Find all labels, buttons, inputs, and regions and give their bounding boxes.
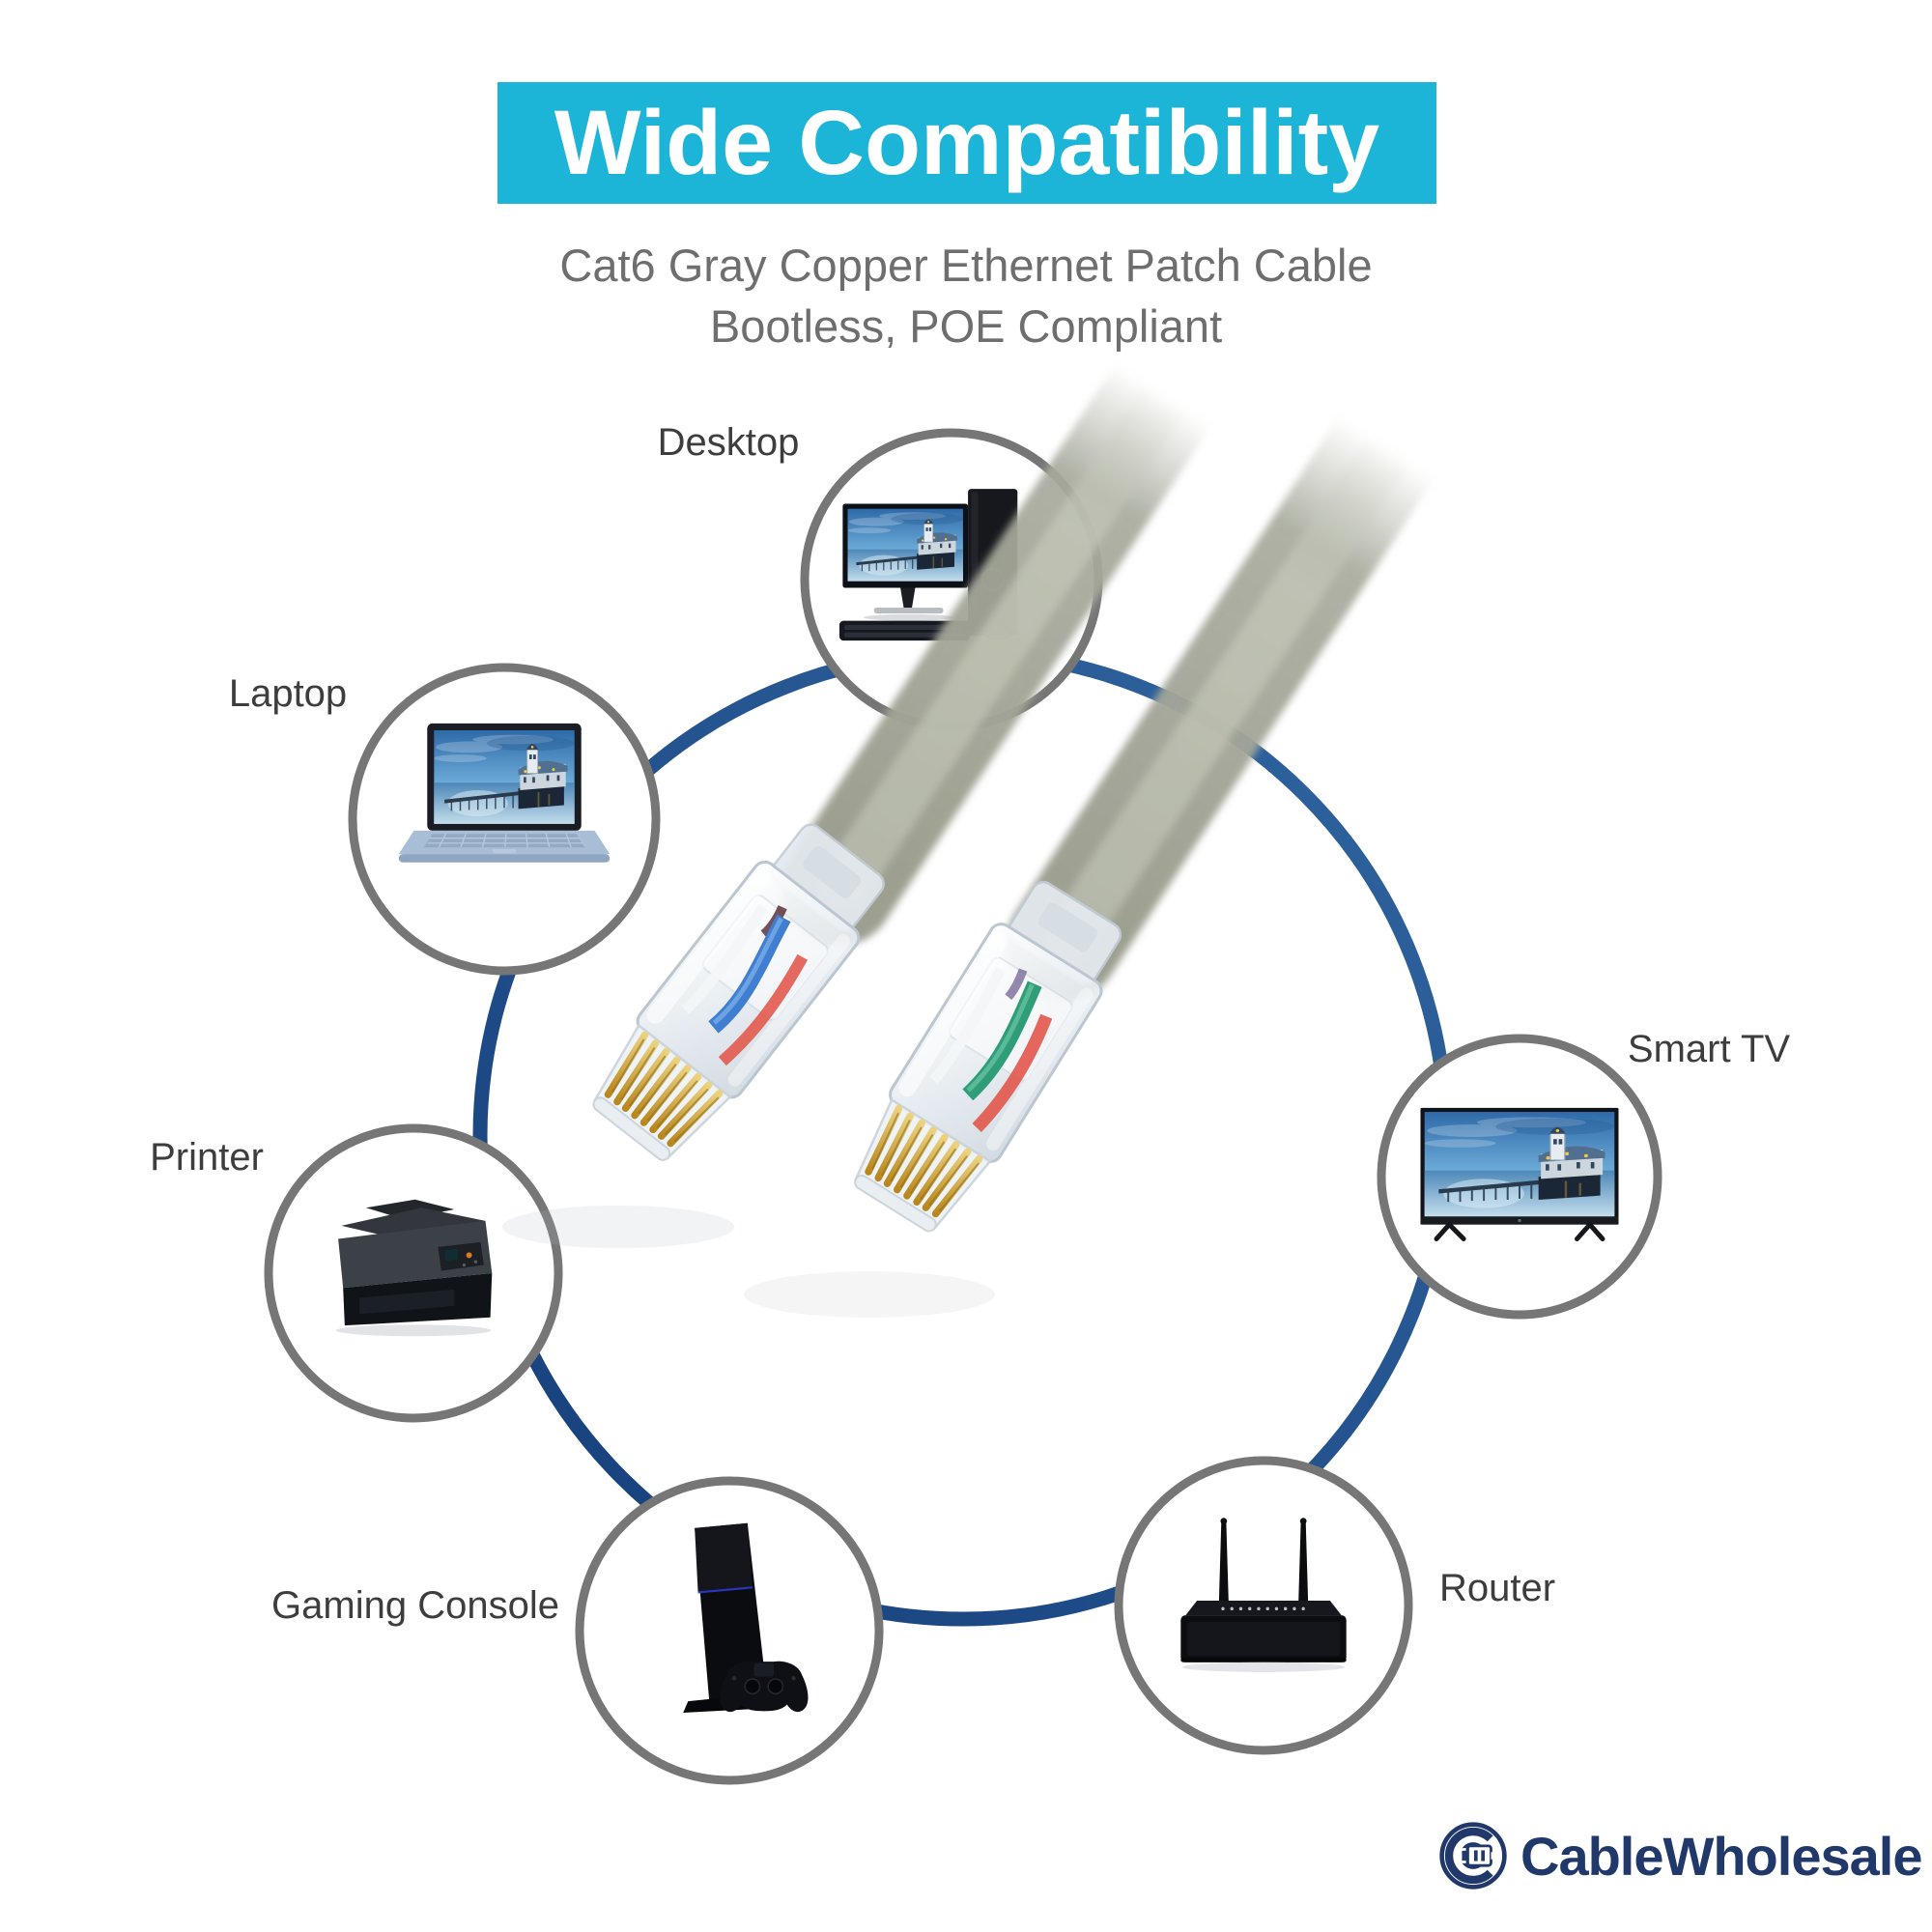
device-node-gaming-console bbox=[575, 1476, 884, 1785]
device-label-router: Router bbox=[1438, 1567, 1556, 1609]
page-title: Wide Compatibility bbox=[554, 91, 1380, 194]
laptop-icon bbox=[398, 723, 611, 863]
brand-name: CableWholesale bbox=[1520, 1825, 1922, 1887]
device-label-laptop: Laptop bbox=[228, 672, 348, 715]
device-label-desktop: Desktop bbox=[657, 421, 800, 464]
router-icon bbox=[1180, 1518, 1347, 1672]
connector-shadow-left bbox=[502, 1206, 734, 1248]
gaming-console-icon bbox=[683, 1522, 809, 1714]
connector-shadow-right bbox=[744, 1271, 995, 1318]
title-banner: Wide Compatibility bbox=[497, 82, 1436, 204]
device-label-printer: Printer bbox=[150, 1136, 264, 1179]
device-node-printer bbox=[264, 1123, 563, 1423]
cablewholesale-plug-icon bbox=[1439, 1822, 1507, 1889]
ethernet-cables bbox=[781, 329, 1444, 1002]
subtitle-line1: Cat6 Gray Copper Ethernet Patch Cable bbox=[559, 240, 1373, 291]
rj45-connector-right bbox=[854, 880, 1122, 1233]
rj45-connector-left bbox=[592, 823, 885, 1161]
device-label-smart-tv: Smart TV bbox=[1627, 1028, 1791, 1070]
device-label-gaming-console: Gaming Console bbox=[271, 1584, 559, 1627]
brand-logo: CableWholesale bbox=[1437, 1820, 1922, 1891]
device-node-router bbox=[1114, 1456, 1413, 1755]
smart-tv-icon bbox=[1420, 1107, 1619, 1241]
device-node-laptop bbox=[348, 663, 661, 976]
printer-icon bbox=[335, 1199, 493, 1337]
device-node-smart-tv bbox=[1377, 1034, 1662, 1320]
